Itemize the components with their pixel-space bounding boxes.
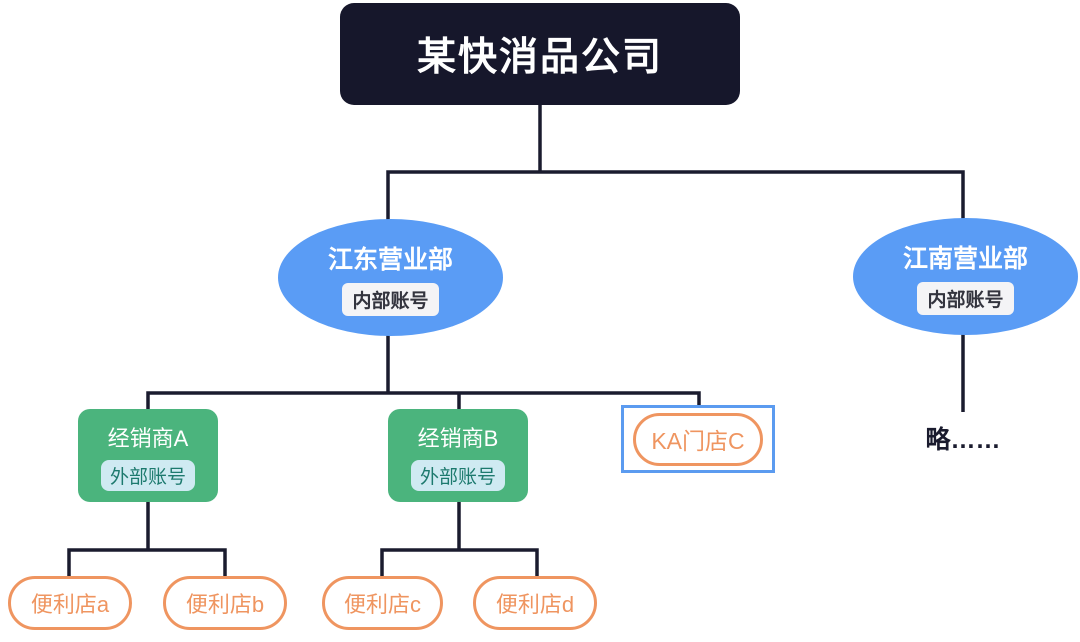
omitted-placeholder-text: 略…… (925, 426, 1001, 454)
internal-account-badge: 内部账号 (342, 282, 439, 316)
ka-store-c-label: KA门店C (651, 428, 745, 454)
distributor-b-label: 经销商B (417, 425, 499, 451)
node-store-b[interactable]: 便利店b (163, 576, 287, 630)
connector-dept-east-to-children (146, 334, 701, 411)
node-ka-store-c[interactable]: KA门店C (633, 412, 763, 466)
node-company-root[interactable]: 某快消品公司 (340, 3, 740, 105)
store-a-label: 便利店a (30, 592, 110, 617)
dept-jiangnan-label: 江南营业部 (902, 244, 1028, 273)
connector-distributor-a-to-stores (67, 501, 227, 578)
node-store-c[interactable]: 便利店c (322, 576, 443, 630)
store-b-label: 便利店b (185, 592, 265, 617)
node-distributor-a[interactable]: 经销商A 外部账号 (78, 409, 218, 502)
connector-company-to-departments (386, 104, 965, 221)
external-account-badge: 外部账号 (100, 459, 195, 491)
distributor-a-label: 经销商A (107, 425, 189, 451)
node-dept-jiangnan[interactable]: 江南营业部 内部账号 (853, 218, 1078, 335)
node-store-d[interactable]: 便利店d (473, 576, 597, 630)
store-d-label: 便利店d (495, 592, 575, 617)
node-store-a[interactable]: 便利店a (8, 576, 132, 630)
node-distributor-b[interactable]: 经销商B 外部账号 (388, 409, 528, 502)
ka-store-selection-highlight[interactable]: KA门店C (621, 405, 775, 473)
connector-distributor-b-to-stores (380, 501, 539, 578)
company-label: 某快消品公司 (416, 36, 663, 79)
external-account-badge: 外部账号 (410, 459, 505, 491)
node-dept-jiangdong[interactable]: 江东营业部 内部账号 (278, 219, 503, 336)
store-c-label: 便利店c (343, 592, 421, 617)
internal-account-badge: 内部账号 (917, 281, 1014, 315)
dept-jiangdong-label: 江东营业部 (327, 245, 453, 274)
